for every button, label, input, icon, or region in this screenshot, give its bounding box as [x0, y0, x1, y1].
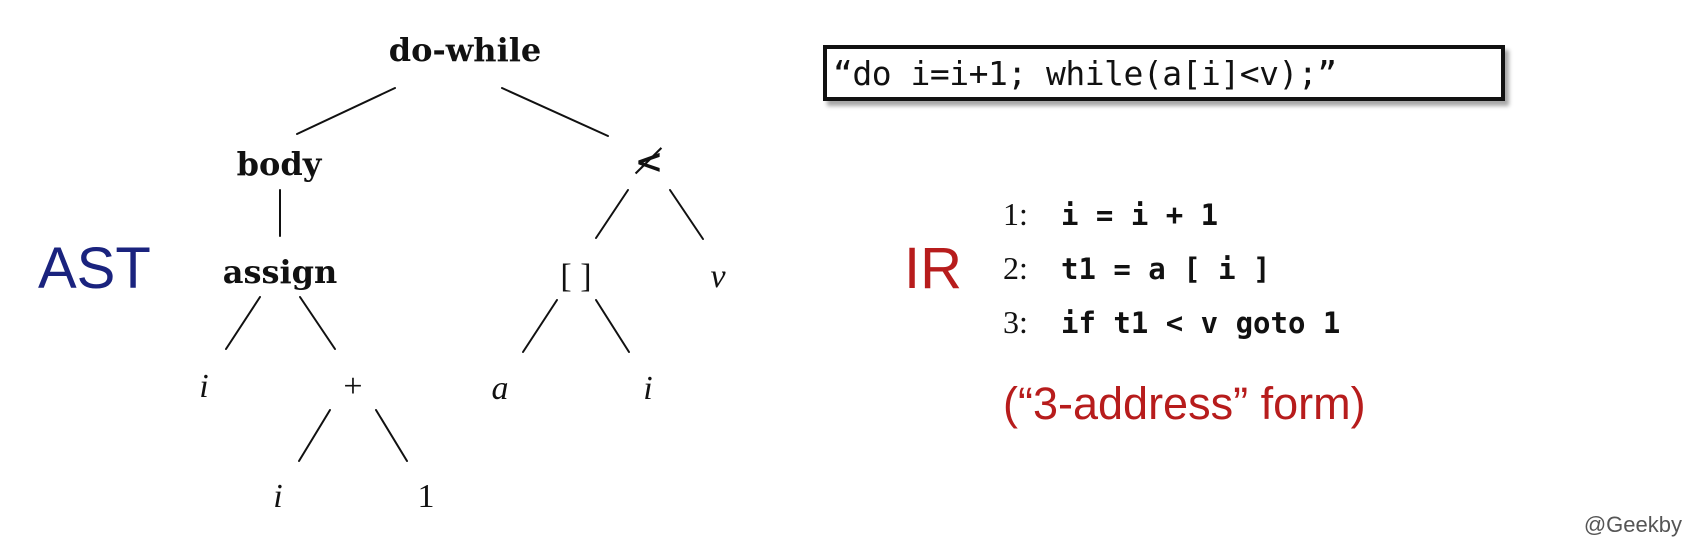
ast-node-index-i: i	[643, 370, 653, 407]
ir-line-number: 3:	[1003, 304, 1028, 340]
ir-listing: 1: i = i + 1 2: t1 = a [ i ] 3: if t1 < …	[1003, 196, 1340, 358]
ir-line: 3: if t1 < v goto 1	[1003, 304, 1340, 358]
edge-assign-i	[225, 296, 261, 350]
source-code-text: “do i=i+1; while(a[i]<v);”	[833, 53, 1337, 93]
ast-node-body: body	[236, 145, 322, 183]
ast-node-not-less: ≮	[634, 142, 664, 182]
edge-plus-1	[375, 409, 408, 462]
ast-node-assign-lhs: i	[199, 368, 209, 405]
ir-line-number: 1:	[1003, 196, 1028, 232]
edge-plus-i	[298, 409, 331, 462]
edge-assign-plus	[299, 296, 336, 350]
edge-notless-v	[669, 189, 704, 240]
edge-index-i	[595, 299, 630, 353]
ir-line-code: if t1 < v goto 1	[1061, 306, 1341, 340]
ir-line: 2: t1 = a [ i ]	[1003, 250, 1340, 304]
ast-node-v: v	[710, 258, 726, 295]
source-code-box: “do i=i+1; while(a[i]<v);”	[823, 45, 1505, 101]
edge-dowhile-notless	[501, 87, 609, 137]
ir-line-code: t1 = a [ i ]	[1061, 252, 1271, 286]
ir-line-code: i = i + 1	[1061, 198, 1219, 232]
ir-label: IR	[904, 236, 962, 301]
edge-notless-index	[595, 189, 629, 239]
ast-node-assign: assign	[222, 253, 338, 291]
ir-form-note: (“3-address” form)	[1003, 378, 1366, 429]
ast-node-array-a: a	[491, 370, 509, 407]
ir-line-number: 2:	[1003, 250, 1028, 286]
ast-node-plus: +	[343, 368, 363, 405]
ast-node-index: [ ]	[560, 258, 592, 295]
ir-line: 1: i = i + 1	[1003, 196, 1340, 250]
ast-label: AST	[38, 236, 151, 301]
author-credit: @Geekby	[1583, 512, 1682, 537]
edge-index-a	[522, 299, 558, 353]
edge-dowhile-body	[296, 87, 396, 135]
ast-node-do-while: do-while	[388, 31, 542, 69]
ast-node-plus-right: 1	[417, 478, 435, 515]
ast-node-plus-left: i	[273, 478, 283, 515]
